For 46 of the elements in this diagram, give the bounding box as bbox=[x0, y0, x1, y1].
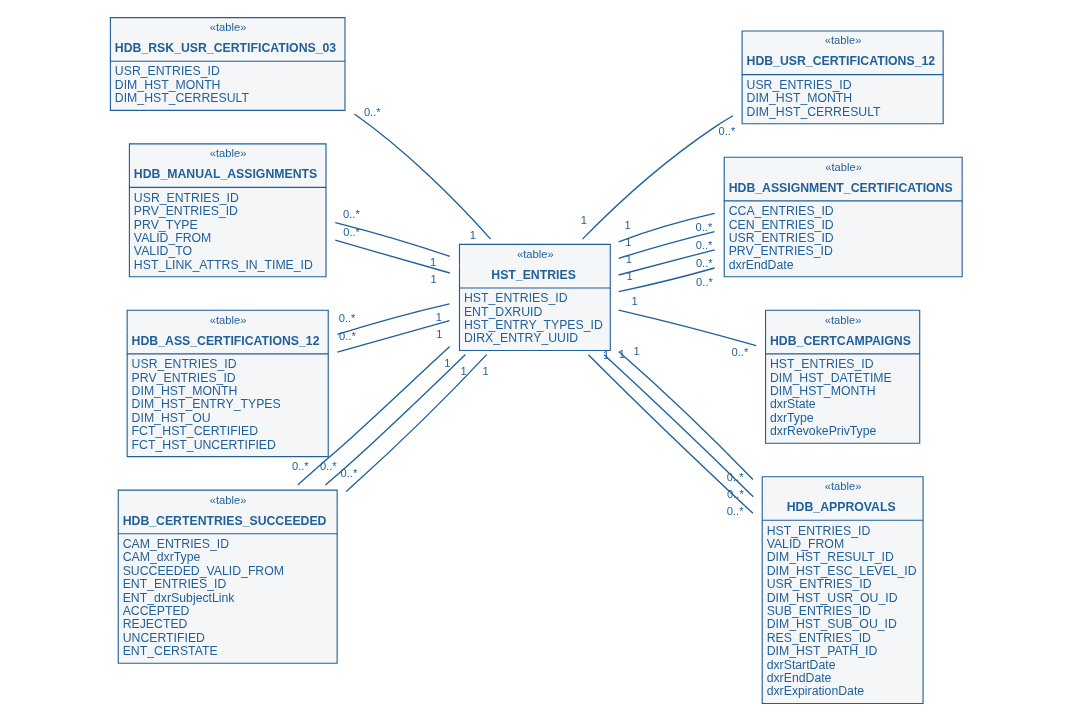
label: 0..* bbox=[319, 460, 337, 473]
label: 1 bbox=[625, 236, 632, 249]
connector bbox=[618, 267, 716, 293]
connector bbox=[297, 345, 451, 486]
label: 1 bbox=[430, 273, 437, 286]
label: 1 bbox=[469, 229, 477, 242]
connector bbox=[618, 350, 754, 481]
label: 0..* bbox=[338, 312, 356, 325]
connector bbox=[353, 113, 492, 240]
label: 0..* bbox=[363, 105, 381, 118]
label: 1 bbox=[624, 219, 631, 232]
label: 1 bbox=[626, 270, 633, 283]
label: 1 bbox=[580, 214, 588, 227]
connector bbox=[334, 221, 451, 258]
connector bbox=[618, 230, 716, 260]
label: 0..* bbox=[695, 220, 713, 233]
label: 1 bbox=[603, 349, 610, 362]
label: 0..* bbox=[718, 125, 736, 138]
label: 1 bbox=[460, 365, 467, 378]
connector bbox=[345, 353, 488, 493]
label: 0..* bbox=[291, 460, 309, 473]
connector bbox=[581, 115, 734, 240]
label: 0..* bbox=[343, 225, 360, 238]
connector bbox=[618, 249, 716, 276]
label: 0..* bbox=[731, 345, 749, 358]
label: 1 bbox=[633, 344, 640, 357]
label: 1 bbox=[482, 365, 489, 378]
label: 0..* bbox=[726, 505, 744, 518]
label: 0..* bbox=[695, 257, 713, 270]
connector bbox=[334, 239, 451, 274]
connector bbox=[618, 309, 757, 347]
label: 0..* bbox=[695, 238, 713, 251]
label: 0..* bbox=[340, 466, 358, 479]
connector bbox=[618, 212, 716, 243]
connector bbox=[603, 354, 754, 498]
label: 1 bbox=[631, 294, 638, 307]
connector bbox=[336, 303, 451, 336]
label: 1 bbox=[444, 357, 451, 370]
label: 0..* bbox=[696, 275, 713, 288]
label: 1 bbox=[430, 255, 437, 268]
label: 1 bbox=[435, 310, 442, 323]
label: 1 bbox=[436, 328, 443, 341]
label: 0..* bbox=[343, 207, 360, 220]
connector bbox=[336, 319, 451, 353]
connector bbox=[324, 353, 467, 486]
connector bbox=[587, 354, 754, 514]
